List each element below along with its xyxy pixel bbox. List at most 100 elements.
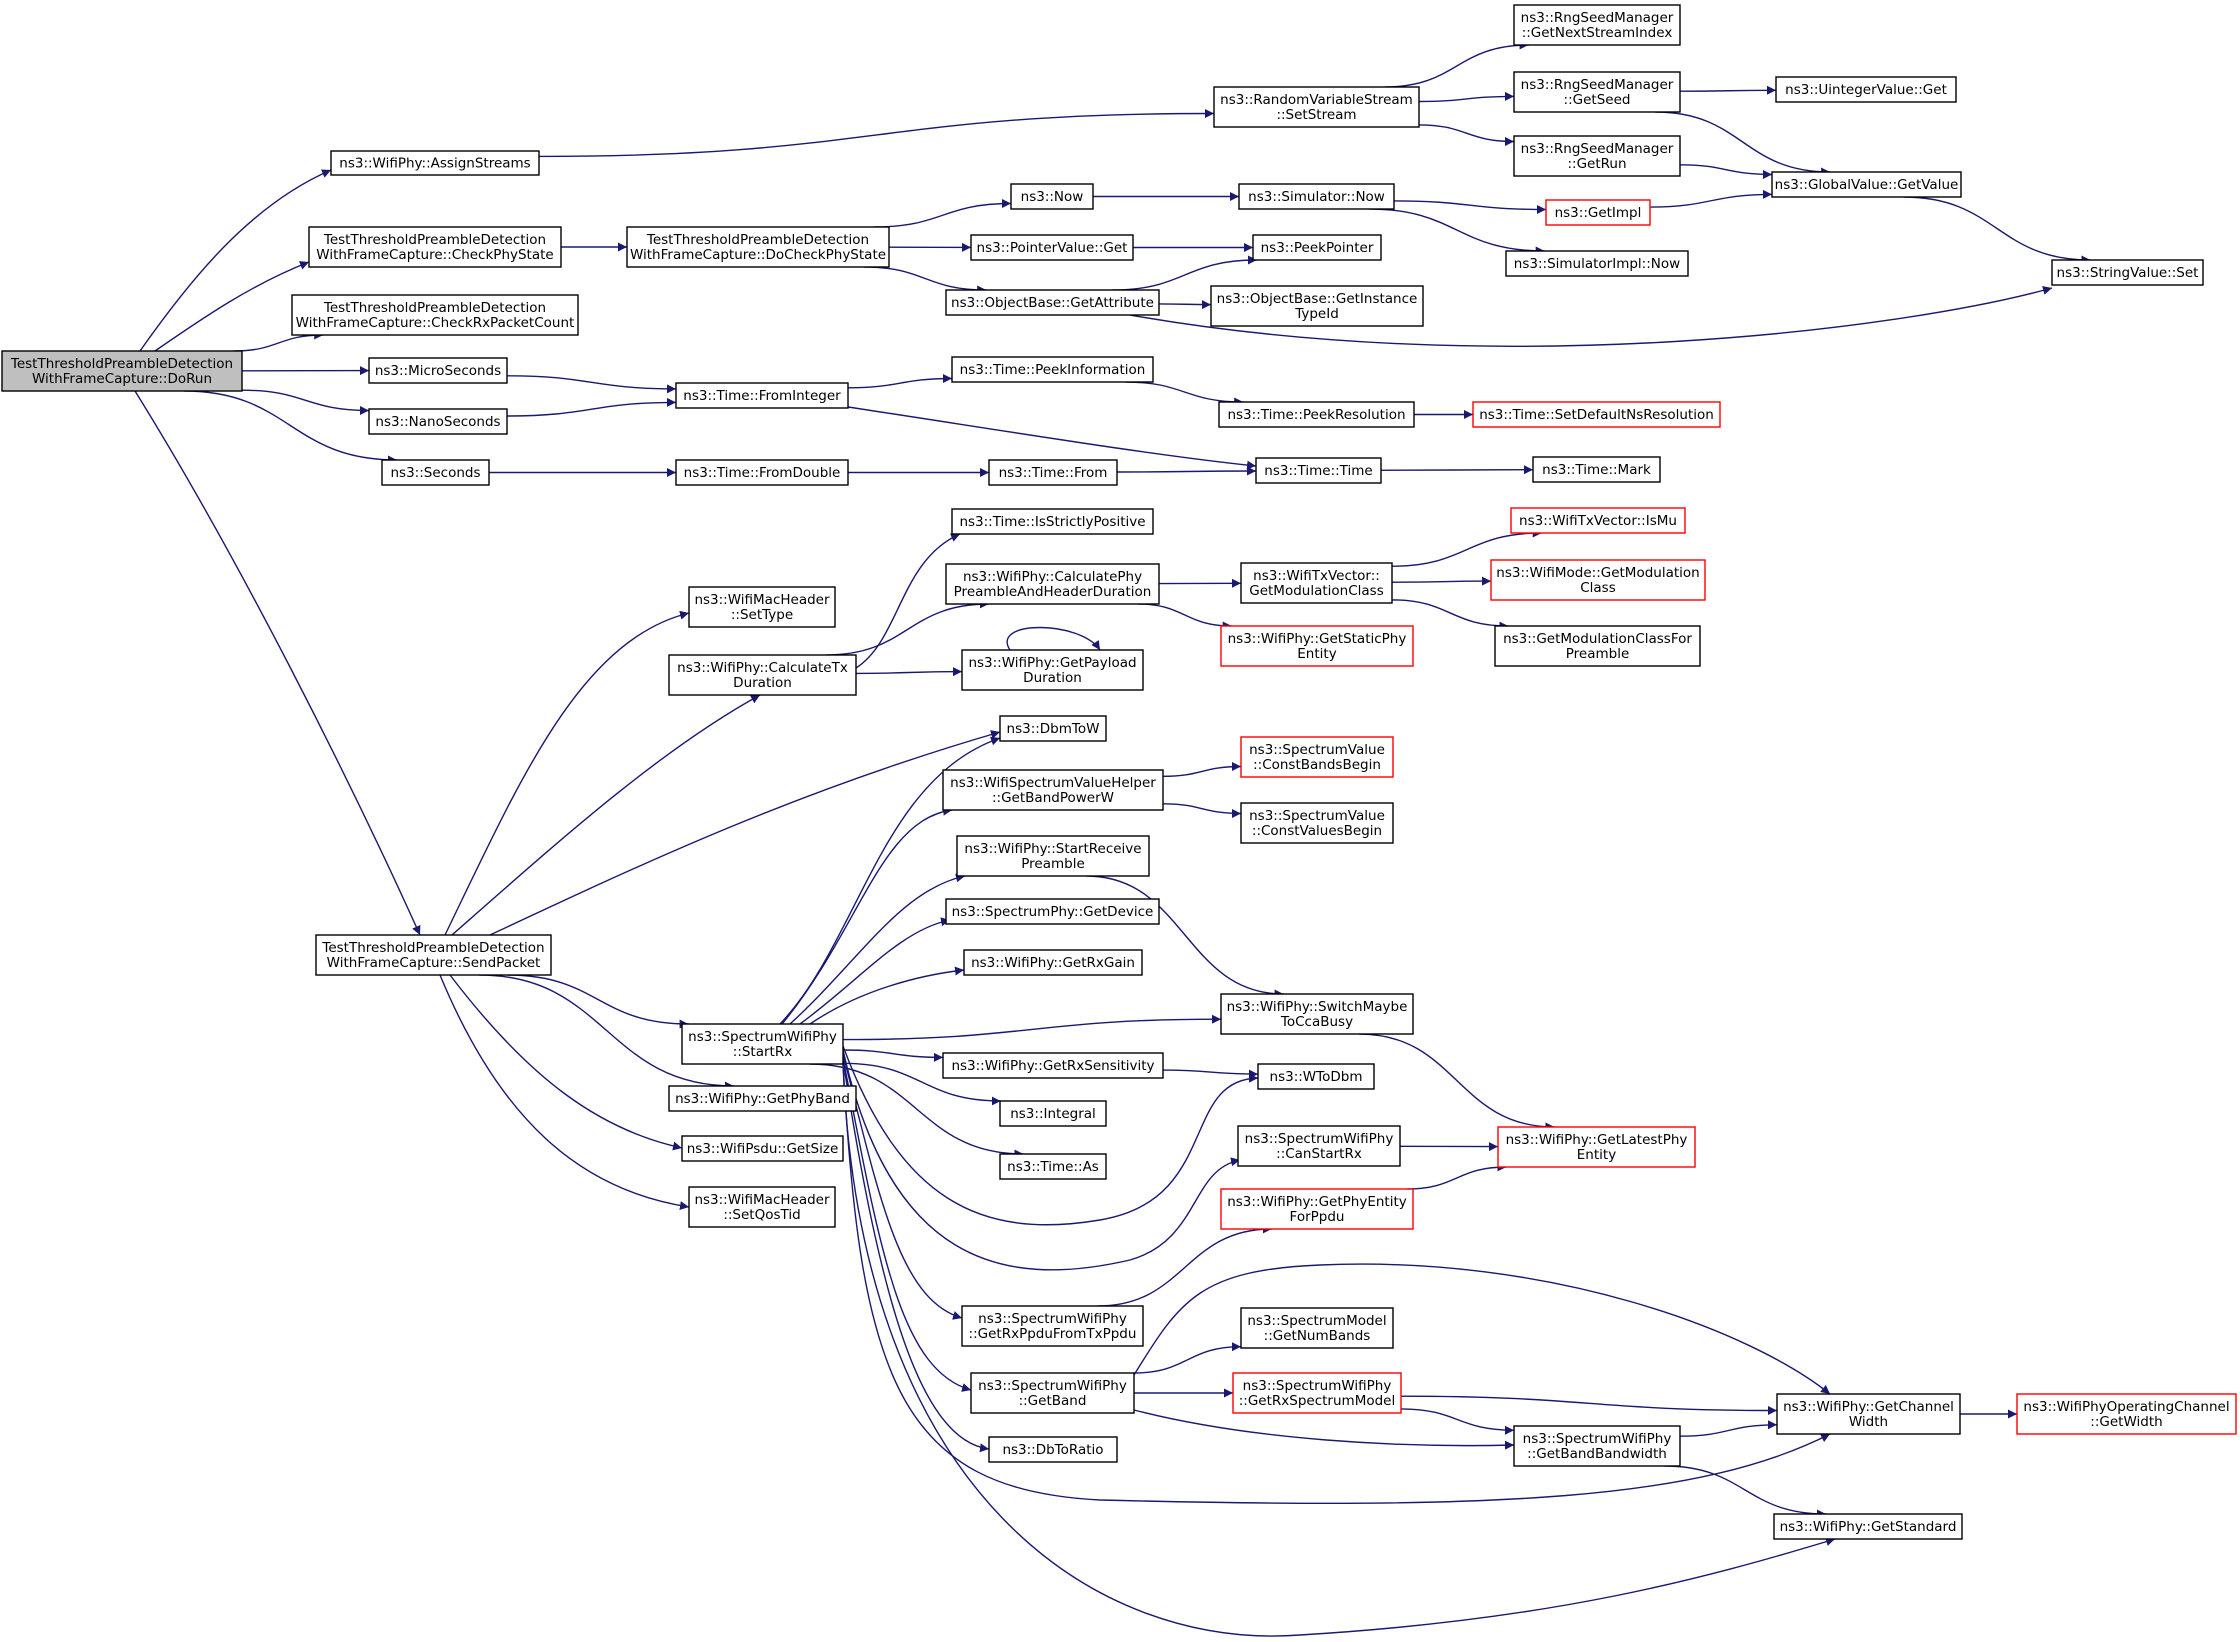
node-label-line: WithFrameCapture::DoRun (32, 371, 212, 387)
node-seconds[interactable]: ns3::Seconds (381, 459, 490, 486)
node-wifiMacHeaderSetType[interactable]: ns3::WifiMacHeader::SetType (688, 586, 836, 628)
node-setQosTid[interactable]: ns3::WifiMacHeader::SetQosTid (688, 1186, 836, 1228)
node-globalValueGetValue[interactable]: ns3::GlobalValue::GetValue (1771, 171, 1962, 198)
node-getRxPpdu[interactable]: ns3::SpectrumWifiPhy::GetRxPpduFromTxPpd… (961, 1305, 1144, 1347)
node-timeFromDouble[interactable]: ns3::Time::FromDouble (675, 459, 849, 486)
node-operatingChannelGetWidth[interactable]: ns3::WifiPhyOperatingChannel::GetWidth (2016, 1393, 2237, 1435)
node-randomSetStream[interactable]: ns3::RandomVariableStream::SetStream (1213, 86, 1420, 128)
node-sendPacket[interactable]: TestThresholdPreambleDetectionWithFrameC… (315, 934, 552, 976)
node-label-line: ::GetRun (1567, 156, 1626, 172)
edge-doCheckPhyState-to-getAttribute (864, 266, 987, 295)
node-txVectorIsMu[interactable]: ns3::WifiTxVector::IsMu (1510, 507, 1686, 534)
node-label-line: ns3::Now (1021, 189, 1084, 205)
node-box (1257, 1063, 1375, 1090)
edge-getBandPowerW-to-constBandsBegin (1162, 762, 1242, 777)
node-constBandsBegin[interactable]: ns3::SpectrumValue::ConstBandsBegin (1240, 736, 1394, 778)
node-microSeconds[interactable]: ns3::MicroSeconds (368, 357, 508, 384)
node-peekPointer[interactable]: ns3::PeekPointer (1252, 234, 1382, 261)
edge-spectrumStartRx-to-startReceivePreamble (789, 873, 966, 1025)
node-canStartRx[interactable]: ns3::SpectrumWifiPhy::CanStartRx (1237, 1125, 1401, 1167)
node-simulatorImplNow[interactable]: ns3::SimulatorImpl::Now (1505, 250, 1689, 277)
node-getBand[interactable]: ns3::SpectrumWifiPhy::GetBand (970, 1372, 1135, 1414)
node-isStrictlyPositive[interactable]: ns3::Time::IsStrictlyPositive (951, 508, 1154, 535)
node-wToDbm[interactable]: ns3::WToDbm (1257, 1063, 1375, 1090)
node-dorun[interactable]: TestThresholdPreambleDetectionWithFrameC… (1, 350, 243, 392)
node-dbmToW[interactable]: ns3::DbmToW (999, 715, 1107, 742)
edge-calculateTxDuration-to-getPayloadDuration (855, 667, 963, 677)
node-getRxGain[interactable]: ns3::WifiPhy::GetRxGain (963, 949, 1143, 976)
node-integral[interactable]: ns3::Integral (999, 1100, 1107, 1127)
node-label-line: ::StartRx (733, 1044, 792, 1060)
node-timeFromInteger[interactable]: ns3::Time::FromInteger (675, 382, 849, 409)
edge-dorun-to-checkPhyState (154, 261, 310, 352)
node-label-line: ns3::WifiPhy::GetPhyBand (675, 1091, 850, 1107)
edge-getModulationClass-to-getModulationClassForPreamble (1391, 599, 1509, 631)
node-getStandard[interactable]: ns3::WifiPhy::GetStandard (1773, 1513, 1963, 1540)
node-getPhyBand[interactable]: ns3::WifiPhy::GetPhyBand (668, 1085, 857, 1112)
node-peekInformation[interactable]: ns3::Time::PeekInformation (951, 356, 1154, 383)
node-now[interactable]: ns3::Now (1010, 183, 1094, 210)
node-timeMark[interactable]: ns3::Time::Mark (1532, 456, 1661, 483)
node-simulatorNow[interactable]: ns3::Simulator::Now (1238, 183, 1395, 210)
node-spectrumGetDevice[interactable]: ns3::SpectrumPhy::GetDevice (945, 898, 1160, 925)
node-checkPhyState[interactable]: TestThresholdPreambleDetectionWithFrameC… (308, 226, 562, 268)
node-constValuesBegin[interactable]: ns3::SpectrumValue::ConstValuesBegin (1240, 802, 1394, 844)
node-timeTime[interactable]: ns3::Time::Time (1255, 457, 1382, 484)
edge-getRxSpectrumModel-to-getChannelWidth (1400, 1395, 1778, 1415)
node-label-line: ns3::WifiPhy::CalculateTx (677, 660, 848, 676)
node-rngGetSeed[interactable]: ns3::RngSeedManager::GetSeed (1513, 71, 1681, 113)
node-box (1490, 559, 1706, 601)
node-checkRxPacketCount[interactable]: TestThresholdPreambleDetectionWithFrameC… (291, 294, 579, 336)
node-psduGetSize[interactable]: ns3::WifiPsdu::GetSize (681, 1135, 844, 1162)
node-dbToRatio[interactable]: ns3::DbToRatio (988, 1436, 1118, 1463)
edge-spectrumStartRx-to-getRxSensitivity (842, 1049, 944, 1062)
edge-sendPacket-to-dbmToW (489, 730, 1001, 936)
node-label-line: ns3::WifiPhy::GetChannel (1783, 1399, 1954, 1415)
node-box (999, 715, 1107, 742)
node-getRxSpectrumModel[interactable]: ns3::SpectrumWifiPhy::GetRxSpectrumModel (1232, 1372, 1402, 1414)
node-timeFrom[interactable]: ns3::Time::From (988, 459, 1118, 486)
edge-calculateTxDuration-to-calcPhyPreamble (826, 599, 989, 656)
node-wifiModeGetModulationClass[interactable]: ns3::WifiMode::GetModulationClass (1490, 559, 1706, 601)
node-label-line: ns3::ObjectBase::GetAttribute (951, 295, 1154, 311)
node-getBandPowerW[interactable]: ns3::WifiSpectrumValueHelper::GetBandPow… (942, 769, 1164, 811)
node-getModulationClass[interactable]: ns3::WifiTxVector::GetModulationClass (1240, 562, 1393, 604)
node-doCheckPhyState[interactable]: TestThresholdPreambleDetectionWithFrameC… (626, 226, 890, 268)
node-spectrumStartRx[interactable]: ns3::SpectrumWifiPhy::StartRx (681, 1023, 844, 1065)
node-getNumBands[interactable]: ns3::SpectrumModel::GetNumBands (1240, 1307, 1394, 1349)
node-label-line: ::GetBand (1019, 1393, 1087, 1409)
node-getBandBandwidth[interactable]: ns3::SpectrumWifiPhy::GetBandBandwidth (1513, 1425, 1681, 1467)
node-rngGetNextStreamIndex[interactable]: ns3::RngSeedManager::GetNextStreamIndex (1513, 4, 1681, 46)
node-pointerValueGet[interactable]: ns3::PointerValue::Get (970, 234, 1134, 261)
node-uintegerValueGet[interactable]: ns3::UintegerValue::Get (1775, 76, 1957, 103)
node-box (1545, 199, 1651, 226)
node-label-line: ns3::RngSeedManager (1521, 77, 1674, 93)
edge-spectrumStartRx-to-getChannelWidth (842, 1061, 1831, 1505)
edge-spectrumStartRx-to-getBandPowerW (781, 806, 953, 1025)
node-box (668, 1085, 857, 1112)
node-timeAs[interactable]: ns3::Time::As (999, 1153, 1107, 1180)
node-getImpl[interactable]: ns3::GetImpl (1545, 199, 1651, 226)
node-assignStreams[interactable]: ns3::WifiPhy::AssignStreams (330, 150, 540, 176)
node-nanoSeconds[interactable]: ns3::NanoSeconds (368, 408, 508, 435)
node-setDefaultNsResolution[interactable]: ns3::Time::SetDefaultNsResolution (1472, 401, 1721, 428)
node-getRxSensitivity[interactable]: ns3::WifiPhy::GetRxSensitivity (942, 1052, 1164, 1079)
node-rngGetRun[interactable]: ns3::RngSeedManager::GetRun (1513, 135, 1681, 177)
node-box (1513, 1425, 1681, 1467)
node-calcPhyPreamble[interactable]: ns3::WifiPhy::CalculatePhyPreambleAndHea… (945, 563, 1160, 605)
edge-getModulationClass-to-wifiModeGetModulationClass (1391, 576, 1492, 586)
node-box (1532, 456, 1661, 483)
node-getAttribute[interactable]: ns3::ObjectBase::GetAttribute (945, 289, 1160, 316)
node-stringValueSet[interactable]: ns3::StringValue::Set (2051, 259, 2204, 286)
node-peekResolution[interactable]: ns3::Time::PeekResolution (1218, 401, 1415, 428)
